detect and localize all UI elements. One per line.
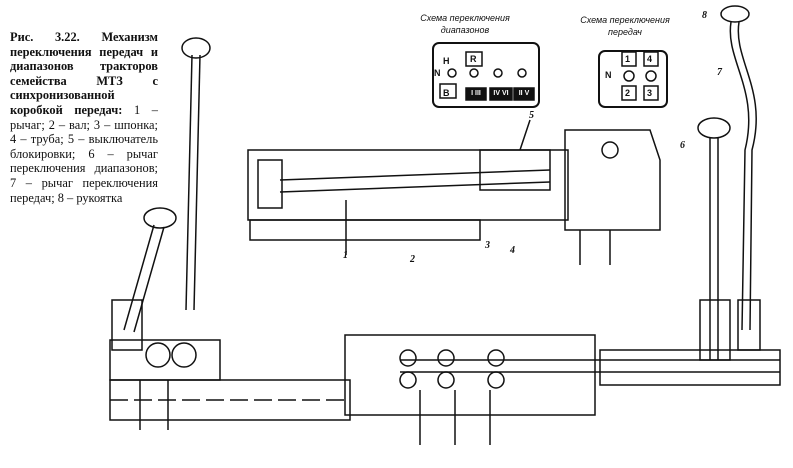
figure-caption: Рис. 3.22. Механизм переключения передач… [10,30,158,205]
gearbox-housing [109,334,781,445]
callout-3: 3 [485,240,490,251]
gear-label-2: 2 [625,88,631,98]
callout-2: 2 [410,254,415,265]
range-scheme-title: Схема переключения диапазонов [420,13,510,35]
range-scheme-diagram [432,42,540,108]
gear-label-4: 4 [647,54,653,64]
range-label-b: В [443,88,450,98]
range-gate-circles [439,51,535,101]
range-label-n: N [434,68,441,78]
callout-6: 6 [680,140,685,151]
range-label-r: R [470,54,477,64]
range-shift-housing [247,119,569,255]
callout-7: 7 [717,67,722,78]
range-label-2-5: II V [518,90,530,97]
gear-gate [621,51,659,101]
gear-label-n: N [605,70,612,80]
callout-4: 4 [510,245,515,256]
range-label-h: Н [443,56,450,66]
callout-1: 1 [343,250,348,261]
gear-scheme-title: Схема переключения передач [580,15,670,37]
gear-label-1: 1 [625,54,631,64]
range-label-1-3: I III [471,90,481,97]
caption-title: Рис. 3.22. Механизм переключения передач… [10,30,158,117]
right-cover [564,129,661,265]
gear-label-3: 3 [647,88,653,98]
gear-scheme-diagram [598,50,668,108]
callout-5: 5 [529,110,534,121]
range-label-4-6: IV VI [493,90,509,97]
right-levers [697,5,761,361]
caption-legend: 1 – рычаг; 2 – вал; 3 – шпонка; 4 – труб… [10,102,158,205]
callout-8: 8 [702,10,707,21]
